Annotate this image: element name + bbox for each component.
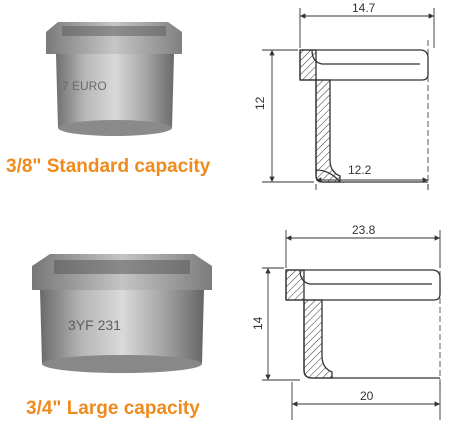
dim-bottom-width-large: 20	[360, 389, 374, 403]
dim-top-width-standard: 14.7	[352, 1, 376, 15]
insert-photo-standard: 7 EURO	[46, 22, 182, 136]
dim-bottom-width-standard: 12.2	[348, 163, 372, 177]
drawing-large	[285, 262, 441, 392]
photo-engraving: 7 EURO	[62, 79, 107, 93]
dim-height-large: 14	[251, 316, 265, 330]
insert-photo-large: 3YF 231	[32, 254, 212, 373]
dim-top-width-large: 23.8	[352, 223, 376, 237]
dimensions-standard	[262, 8, 435, 190]
dimensions-large	[262, 230, 441, 420]
caption-standard: 3/8" Standard capacity	[6, 156, 211, 177]
photo-engraving: 3YF 231	[68, 317, 121, 333]
caption-large: 3/4" Large capacity	[26, 398, 200, 419]
dim-height-standard: 12	[253, 96, 267, 110]
